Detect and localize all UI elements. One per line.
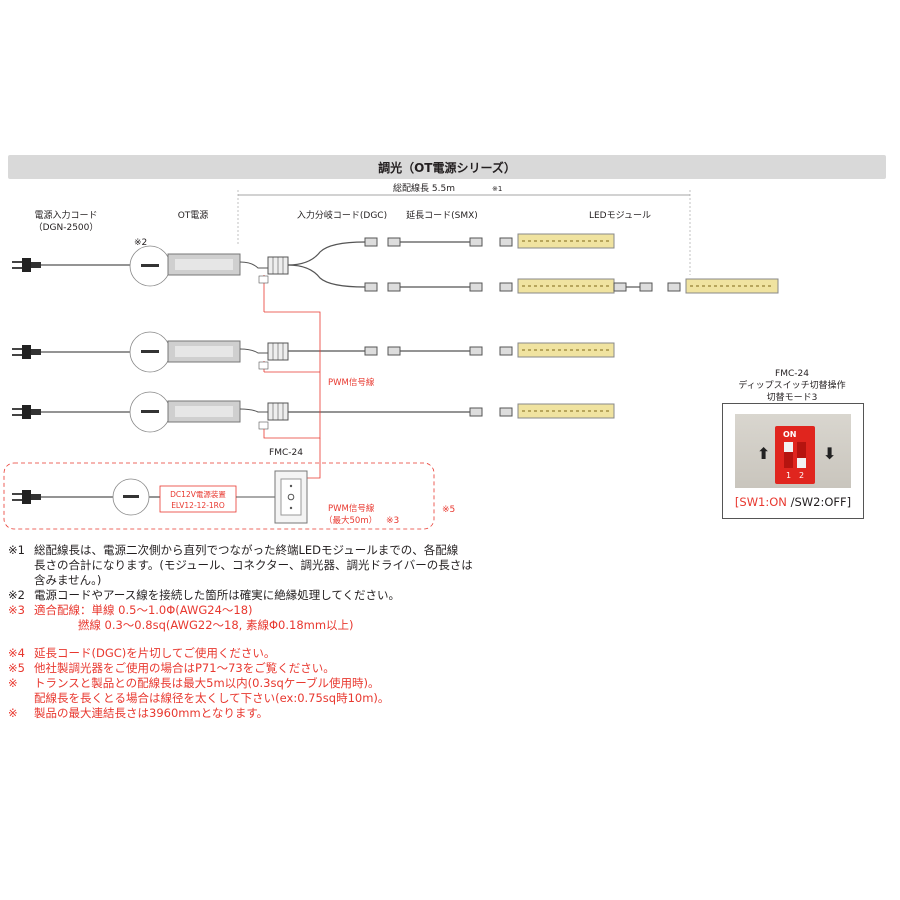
section-title: 調光（OT電源シリーズ） [8, 155, 886, 179]
footnote: ※5 他社製調光器をご使用の場合はP71～73をご覧ください。 [8, 661, 608, 676]
branch-cord [287, 241, 366, 266]
plug-icon [12, 405, 41, 419]
footnote-text: 長さの合計になります。(モジュール、コネクター、調光器、調光ドライバーの長さは [34, 558, 473, 572]
dimmer-row: DC12V電源装置 ELV12-12-1RO [12, 470, 308, 524]
pwm-signal-lines [263, 311, 321, 479]
switch-setting-sw2: /SW2:OFF] [786, 495, 852, 509]
footnotes: ※1 総配線長は、電源二次側から直列でつながった終端LEDモジュールまでの、各配線… [8, 543, 608, 721]
footnote-mark [8, 618, 34, 633]
dc12v-power-box [159, 485, 237, 513]
ot-power-label: OT電源 [178, 210, 209, 221]
footnote: ※ トランスと製品との配線長は最大5m以内(0.3sqケーブル使用時)。 [8, 676, 608, 691]
dc12v-model-label: ELV12-12-1RO [171, 501, 225, 510]
footnote: 長さの合計になります。(モジュール、コネクター、調光器、調光ドライバーの長さは [8, 558, 608, 573]
dip-number-2: 2 [799, 471, 805, 480]
plug-icon [12, 345, 41, 359]
inset-model: FMC-24 [775, 369, 809, 379]
footnote: 撚線 0.3～0.8sq(AWG22～18, 素線Φ0.18mm以上) [8, 618, 608, 633]
footnote-text: 適合配線：単線 0.5～1.0Φ(AWG24～18) [34, 603, 253, 617]
row-3 [12, 391, 615, 433]
footnote: ※2 電源コードやアース線を接続した箇所は確実に絶縁処理してください。 [8, 588, 608, 603]
footnote-text: 配線長を長くとる場合は線径を太くして下さい(ex:0.75sq時10m)。 [34, 691, 390, 705]
pwm-signal-label-2: PWM信号線 [328, 503, 375, 514]
plug-icon [12, 258, 41, 272]
footnote: ※ 製品の最大連結長さは3960mmとなります。 [8, 706, 608, 721]
note-mark-5: ※5 [442, 505, 455, 515]
switch-setting-sw1: SW1:ON [739, 495, 787, 509]
footnote-mark: ※ [8, 676, 18, 690]
led-module-label: LEDモジュール [589, 211, 651, 221]
dip-on-label: ON [783, 430, 797, 439]
dip-switch-2 [797, 442, 806, 468]
footnote-mark [8, 573, 34, 588]
footnote-text: 延長コード(DGC)を片切してご使用ください。 [34, 646, 276, 660]
footnote-mark: ※5 [8, 661, 25, 675]
power-cord-model-label: （DGN-2500） [34, 222, 99, 233]
footnote-text: 総配線長は、電源二次側から直列でつながった終端LEDモジュールまでの、各配線 [34, 543, 459, 557]
footnote-text: 他社製調光器をご使用の場合はP71～73をご覧ください。 [34, 661, 335, 675]
footnote-mark: ※ [8, 706, 18, 720]
row-2 [12, 331, 615, 373]
total-length-dimension: 総配線長 5.5m ※1 [237, 182, 691, 275]
extension-cord-label: 延長コード(SMX) [406, 209, 478, 221]
dip-number-1: 1 [786, 471, 792, 480]
footnote: 含みません。) [8, 573, 608, 588]
footnote-text: 含みません。) [34, 573, 102, 587]
footnote-mark [8, 691, 34, 706]
up-arrow-icon: ⬆ [757, 444, 771, 463]
footnote-mark: ※1 [8, 543, 25, 557]
switch-setting-label: [SW1:ON /SW2:OFF] [723, 495, 863, 509]
footnote-text: トランスと製品との配線長は最大5m以内(0.3sqケーブル使用時)。 [34, 676, 380, 690]
footnote: 配線長を長くとる場合は線径を太くして下さい(ex:0.75sq時10m)。 [8, 691, 608, 706]
footnote-mark: ※4 [8, 646, 25, 660]
dc12v-label: DC12V電源装置 [170, 489, 226, 499]
plug-icon [12, 490, 41, 504]
switch-setting-open: [ [734, 495, 740, 509]
dip-switch-1 [784, 442, 793, 468]
inset-line1: ディップスイッチ切替操作 [738, 381, 846, 391]
dip-switch-caption: FMC-24 ディップスイッチ切替操作 切替モード3 [722, 368, 862, 404]
fmc-label: FMC-24 [269, 448, 303, 458]
dip-switch-inset: ⬆ ON 1 2 ⬇ [SW1:ON /SW2:OFF] [722, 403, 864, 519]
footnote-text: 撚線 0.3～0.8sq(AWG22～18, 素線Φ0.18mm以上) [34, 618, 354, 632]
dip-switch: ON 1 2 [775, 426, 815, 484]
footnote: ※4 延長コード(DGC)を片切してご使用ください。 [8, 646, 608, 661]
pwm-signal-label: PWM信号線 [328, 377, 375, 388]
wiring-diagram: 総配線長 5.5m ※1 電源入力コード （DGN-2500） ※2 OT電源 … [3, 182, 779, 530]
footnote-mark [8, 558, 34, 573]
total-length-mark: ※1 [492, 185, 502, 193]
total-length-label: 総配線長 5.5m [393, 182, 455, 194]
footnote: ※1 総配線長は、電源二次側から直列でつながった終端LEDモジュールまでの、各配線 [8, 543, 608, 558]
down-arrow-icon: ⬇ [823, 444, 837, 463]
dimmer-group-boundary [3, 462, 435, 530]
footnote: ※3 適合配線：単線 0.5～1.0Φ(AWG24～18) [8, 603, 608, 618]
footnote-mark: ※3 [8, 603, 25, 617]
footnote-text: 製品の最大連結長さは3960mmとなります。 [34, 706, 269, 720]
dip-switch-photo: ⬆ ON 1 2 ⬇ [735, 414, 851, 488]
note-mark-2: ※2 [134, 238, 147, 248]
pwm-max-length-label: （最大50m） [324, 515, 377, 526]
inset-line2: 切替モード3 [766, 393, 818, 403]
footnote-mark: ※2 [8, 588, 25, 602]
power-cord-label: 電源入力コード [34, 209, 97, 221]
footnote-text: 電源コードやアース線を接続した箇所は確実に絶縁処理してください。 [34, 588, 401, 602]
note-mark-3: ※3 [386, 516, 399, 526]
input-branch-label: 入力分岐コード(DGC) [297, 209, 387, 221]
row-1 [12, 233, 779, 312]
